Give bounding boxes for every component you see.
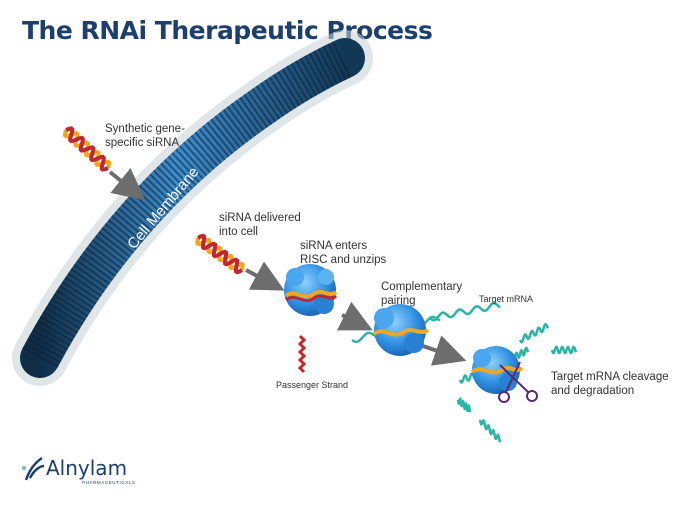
arrow-to-risc: [245, 261, 285, 291]
alnylam-logo-icon: [22, 456, 45, 481]
target-mrna-strand: [351, 301, 501, 344]
arrow-to-cleavage: [419, 335, 467, 366]
logo-name: Alnylam: [46, 456, 128, 480]
label-complementary: Complementary pairing: [381, 281, 463, 307]
label-delivered: siRNA delivered into cell: [219, 212, 301, 238]
cell-membrane: [12, 30, 373, 386]
label-target-mrna: Target mRNA: [479, 294, 534, 304]
logo-subtitle: PHARMACEUTICALS: [82, 480, 136, 485]
label-enters-risc: siRNA enters RISC and unzips: [300, 240, 387, 266]
label-passenger-strand: Passenger Strand: [276, 380, 349, 390]
sirna-inside-cell: [195, 233, 245, 275]
arrow-to-membrane: [108, 167, 146, 201]
passenger-strand: [297, 334, 307, 374]
risc-complex-2: [372, 304, 430, 356]
arrow-to-pairing: [336, 301, 373, 331]
sirna-outside-cell: [62, 126, 112, 172]
label-synthetic-sirna: Synthetic gene- specific siRNA: [105, 123, 185, 149]
label-cleavage: Target mRNA cleavage and degradation: [551, 371, 669, 397]
risc-complex-3: [470, 346, 524, 394]
risc-complex-1: [284, 264, 338, 316]
scissors-icon: [498, 361, 538, 403]
